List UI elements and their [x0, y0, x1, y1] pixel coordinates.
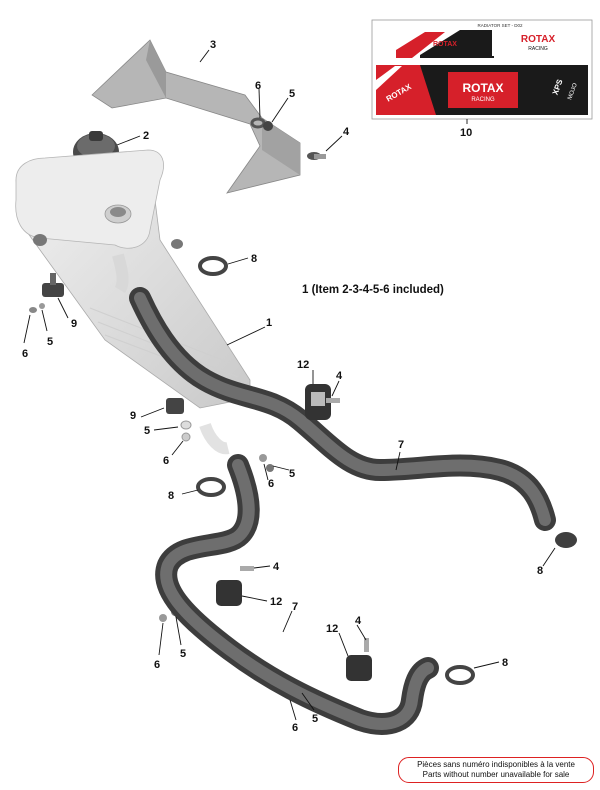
callout-6: 6 [163, 455, 169, 467]
callout-10: 10 [460, 127, 472, 139]
callout-4: 4 [343, 126, 350, 138]
callout-6: 6 [255, 80, 261, 92]
bolt-part [240, 398, 369, 652]
decal-brand-top: ROTAX [521, 34, 556, 45]
callout-5: 5 [180, 648, 186, 660]
washer-part [250, 117, 273, 131]
callout-labels: 3 2 6 5 4 10 8 1 9 5 6 9 5 6 12 4 7 5 6 … [22, 39, 543, 734]
note-line-fr: Pièces sans numéro indisponibles à la ve… [417, 760, 575, 769]
callout-12: 12 [297, 359, 309, 371]
callout-5: 5 [289, 88, 295, 100]
callout-6: 6 [292, 722, 298, 734]
upper-hose-part [129, 287, 556, 531]
callout-1: 1 [266, 317, 272, 329]
callout-2: 2 [143, 130, 149, 142]
callout-8: 8 [251, 253, 257, 265]
callout-4: 4 [355, 615, 362, 627]
callout-3: 3 [210, 39, 216, 51]
callout-5: 5 [144, 425, 150, 437]
rubber-mount-part [42, 273, 184, 414]
callout-12: 12 [270, 596, 282, 608]
callout-6: 6 [268, 478, 274, 490]
callout-5: 5 [289, 468, 295, 480]
hose-bracket-part [216, 384, 372, 681]
bolt-part [307, 152, 326, 160]
decal-sub-main: RACING [471, 97, 495, 103]
included-note: 1 (Item 2-3-4-5-6 included) [302, 284, 444, 296]
callout-8: 8 [168, 490, 174, 502]
note-line-en: Parts without number unavailable for sal… [422, 770, 570, 779]
lower-hose-part [155, 454, 439, 735]
callout-5: 5 [312, 713, 318, 725]
callout-9: 9 [130, 410, 136, 422]
unavailable-parts-note: Pièces sans numéro indisponibles à la ve… [398, 757, 594, 783]
callout-6: 6 [154, 659, 160, 671]
decal-model2: MOJO [567, 82, 579, 101]
decal-brand-main: ROTAX [462, 81, 503, 95]
callout-5: 5 [47, 336, 53, 348]
callout-4: 4 [336, 370, 343, 382]
callout-7: 7 [398, 439, 404, 451]
callout-8: 8 [537, 565, 543, 577]
decal-sub-top: RACING [528, 46, 548, 52]
callout-12: 12 [326, 623, 338, 635]
decal-set-part: RADIATOR SET - D02 ROTAX RACING ROTAX RO… [371, 19, 593, 120]
callout-9: 9 [71, 318, 77, 330]
callout-8: 8 [502, 657, 508, 669]
decal-title: RADIATOR SET - D02 [477, 23, 523, 28]
callout-6: 6 [22, 348, 28, 360]
hose-clamp-part [196, 256, 577, 685]
leader-lines [23, 49, 556, 721]
shroud-part [91, 39, 301, 194]
callout-4: 4 [273, 561, 280, 573]
callout-7: 7 [292, 601, 298, 613]
decal-brand-mid: ROTAX [433, 41, 457, 48]
